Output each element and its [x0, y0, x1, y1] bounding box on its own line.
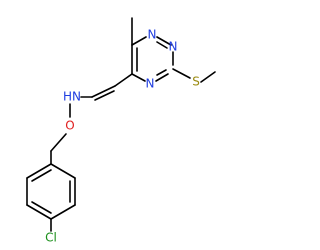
bond-o-ch2	[50, 133, 67, 152]
bond-s-methyl	[200, 71, 216, 83]
atom-s: S	[192, 75, 200, 89]
bond-n1-n2	[156, 36, 172, 46]
bond-c3-n4	[155, 73, 169, 82]
bond-vinyl-double	[91, 85, 116, 98]
bond-ar-6-inner	[31, 169, 52, 182]
atom-cl: Cl	[45, 231, 57, 245]
bond-c3-n4-inner	[156, 69, 167, 76]
triazine-ring	[131, 36, 174, 82]
bond-ar-4-inner	[31, 201, 52, 214]
bond-n1-n2-inner	[156, 41, 168, 49]
bond-ar-3	[50, 204, 76, 220]
atom-hn: HN	[63, 90, 81, 104]
bond-c6-n1	[131, 36, 147, 46]
bond-n4-c5	[131, 73, 146, 82]
bond-ar-1	[50, 163, 76, 179]
bond-c3-s	[172, 68, 191, 79]
atom-n4: N	[146, 77, 155, 91]
bond-ar-6	[26, 163, 52, 179]
molecule-structure: N N N S HN O Cl	[26, 17, 216, 245]
chlorophenyl-ring	[26, 163, 76, 220]
atom-n1: N	[148, 28, 157, 42]
bond-c5-vinyl	[114, 73, 133, 87]
bond-vinyl-double-inner	[94, 90, 115, 101]
bond-ar-4	[26, 204, 52, 220]
atom-n2: N	[169, 40, 178, 54]
atom-o: O	[65, 119, 74, 133]
